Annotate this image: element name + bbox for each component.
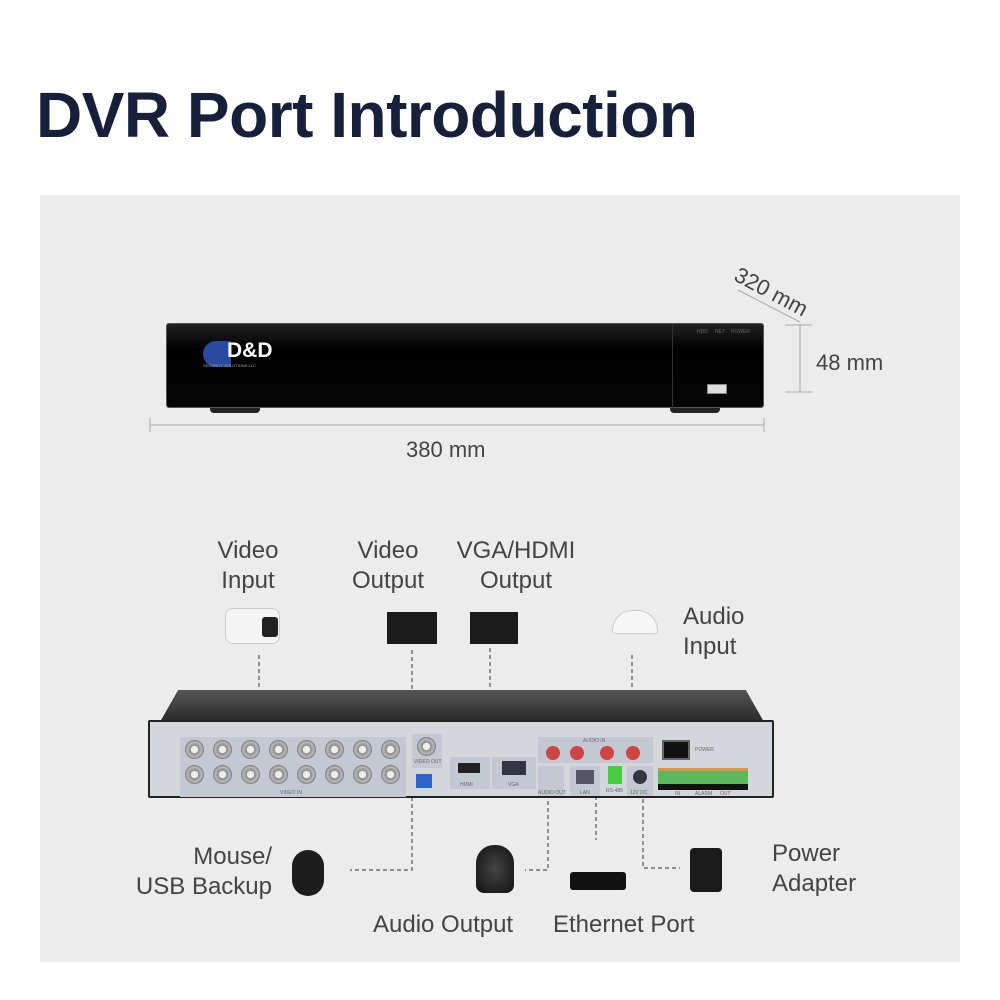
power-switch xyxy=(662,740,690,760)
router-icon xyxy=(570,872,626,890)
width-dimension: 380 mm xyxy=(406,437,486,462)
diagram-background xyxy=(40,195,960,962)
label-audio-output: Audio Output xyxy=(373,911,514,938)
brand-subtitle: SECURITY SOLUTIONS LLC xyxy=(203,363,256,368)
vga-port: VGA xyxy=(492,757,536,789)
page-title: DVR Port Introduction xyxy=(36,79,698,151)
mouse-icon xyxy=(292,850,324,896)
video-out-port: VIDEO OUT xyxy=(412,734,442,768)
dvr-rear-panel: VIDEO IN VIDEO OUT HDMI VGA AUDIO IN AUD… xyxy=(148,720,774,798)
label-ethernet-port: Ethernet Port xyxy=(553,911,695,938)
hdmi-port: HDMI xyxy=(450,757,490,789)
microphone-icon xyxy=(612,610,658,634)
video-in-ports: VIDEO IN xyxy=(180,737,406,797)
monitor-icon xyxy=(470,612,518,644)
monitor-icon xyxy=(387,612,437,644)
height-dimension: 48 mm xyxy=(816,350,884,375)
alarm-terminal xyxy=(658,768,748,784)
label-mouse-usb-backup: Mouse/USB Backup xyxy=(135,843,272,900)
rs485-port xyxy=(608,766,622,784)
brand-logo: D&D xyxy=(227,339,273,362)
audio-out-port: AUDIO OUT xyxy=(538,766,566,796)
led-power: POWER xyxy=(731,329,750,335)
camera-logo-icon xyxy=(203,341,231,367)
usb-port-icon xyxy=(707,384,727,394)
led-hdd: HDD xyxy=(697,329,708,335)
lan-port: LAN xyxy=(570,766,600,796)
audio-in-ports: AUDIO IN xyxy=(538,737,653,763)
usb-port xyxy=(416,774,432,788)
camera-icon xyxy=(225,608,280,644)
led-net: NET xyxy=(715,329,725,335)
power-adapter-icon xyxy=(690,848,722,892)
dvr-front-panel: D&D SECURITY SOLUTIONS LLC HDD NET POWER xyxy=(166,323,764,409)
dc-power-port: 12V DC xyxy=(627,766,653,796)
speaker-icon xyxy=(476,845,514,893)
